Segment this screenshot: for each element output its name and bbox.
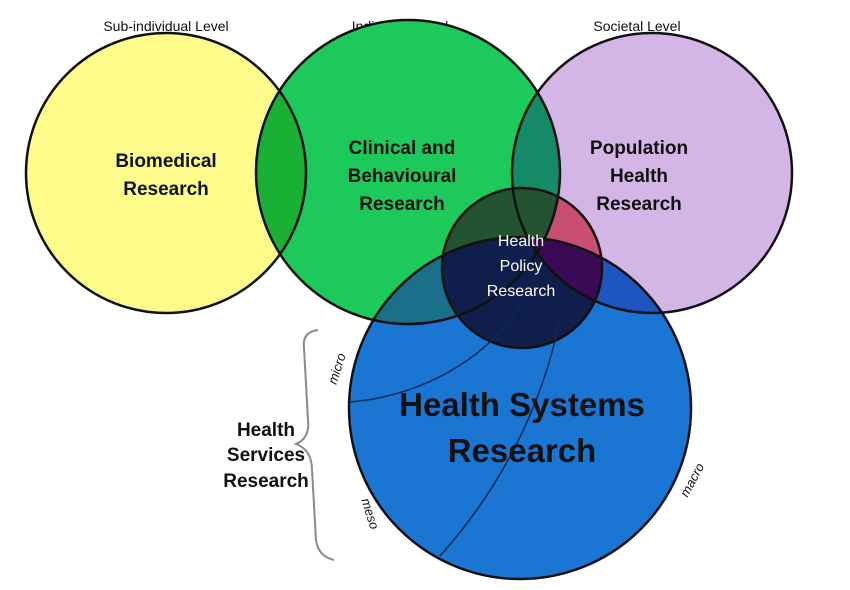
sub-individual-level-heading: Sub-individual Level <box>103 18 228 34</box>
health-policy-label: Health Policy Research <box>487 233 555 300</box>
svg-text:Clinical and: Clinical and <box>349 138 456 159</box>
societal-level-heading: Societal Level <box>593 18 680 34</box>
health-services-brace <box>293 329 335 561</box>
svg-text:Health: Health <box>237 420 295 441</box>
svg-text:Research: Research <box>596 194 682 215</box>
svg-text:Health: Health <box>498 233 544 250</box>
svg-text:Services: Services <box>227 445 305 466</box>
svg-text:Population: Population <box>590 138 688 159</box>
svg-text:Research: Research <box>448 432 597 469</box>
health-systems-label: Health Systems Research <box>399 386 645 469</box>
clinical-label: Clinical and Behavioural Research <box>348 138 457 215</box>
svg-text:Research: Research <box>223 471 309 492</box>
micro-arc <box>349 301 523 403</box>
biomedical-circle <box>26 33 306 313</box>
svg-text:Behavioural: Behavioural <box>348 166 457 187</box>
svg-text:Research: Research <box>123 179 209 200</box>
biomedical-label: Biomedical Research <box>115 151 216 200</box>
health-services-label: Health Services Research <box>223 420 309 492</box>
svg-text:Health: Health <box>610 166 668 187</box>
level-arcs <box>349 301 561 557</box>
policy-population-region <box>512 188 602 313</box>
svg-text:Biomedical: Biomedical <box>115 151 216 172</box>
population-label: Population Health Research <box>590 138 688 215</box>
circle-outlines <box>24 18 794 581</box>
svg-text:Research: Research <box>359 194 445 215</box>
svg-text:Research: Research <box>487 283 555 300</box>
micro-label: micro <box>325 351 349 386</box>
svg-text:Health Systems: Health Systems <box>399 386 645 423</box>
meso-arc <box>439 317 561 557</box>
svg-text:Policy: Policy <box>500 258 543 275</box>
